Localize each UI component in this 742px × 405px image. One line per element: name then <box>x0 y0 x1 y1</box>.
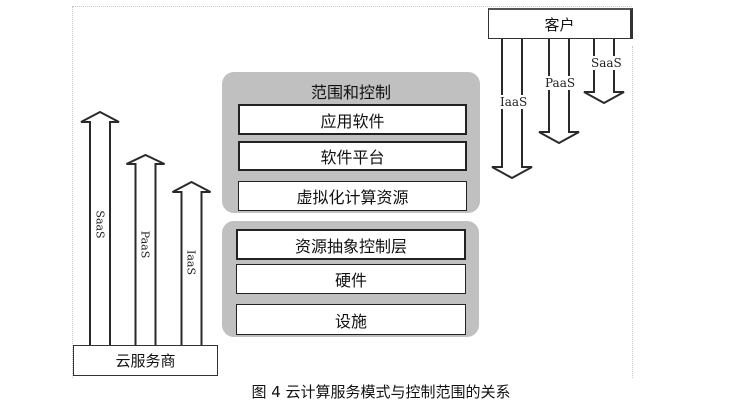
layer-facility: 设施 <box>236 304 466 335</box>
frame-top-border <box>72 6 632 7</box>
down-arrow-label-saas: SaaS <box>591 56 622 70</box>
scope-panel-lower: 资源抽象控制层 硬件 设施 <box>222 221 479 337</box>
up-arrow-label-paas: PaaS <box>138 230 152 259</box>
down-arrow-paas <box>538 39 580 145</box>
customer-arrows-group <box>491 39 625 180</box>
up-arrow-label-iaas: IaaS <box>184 250 198 275</box>
provider-arrows-group <box>80 110 211 345</box>
provider-node: 云服务商 <box>73 345 218 376</box>
customer-label: 客户 <box>544 15 575 34</box>
down-arrow-label-paas: PaaS <box>545 76 576 90</box>
up-arrow-saas <box>80 110 120 345</box>
up-arrow-label-saas: SaaS <box>93 210 107 239</box>
layer-virtualized-compute: 虚拟化计算资源 <box>238 181 467 211</box>
frame-left-border <box>72 6 73 378</box>
down-arrow-label-iaas: IaaS <box>500 95 528 109</box>
up-arrow-iaas <box>172 180 211 345</box>
layer-hardware: 硬件 <box>236 264 466 294</box>
scope-panel-upper: 范围和控制 应用软件 软件平台 虚拟化计算资源 <box>222 72 480 213</box>
scope-panel-title: 范围和控制 <box>310 83 391 102</box>
figure-caption: 图 4 云计算服务模式与控制范围的关系 <box>251 383 511 401</box>
layer-software-platform: 软件平台 <box>238 141 467 171</box>
provider-label: 云服务商 <box>115 352 176 370</box>
customer-node: 客户 <box>488 8 633 39</box>
up-arrow-paas <box>126 153 165 345</box>
down-arrow-saas <box>583 39 625 105</box>
layer-resource-abstraction: 资源抽象控制层 <box>236 229 466 260</box>
frame-right-border <box>632 46 633 378</box>
layer-application-software: 应用软件 <box>238 104 467 135</box>
